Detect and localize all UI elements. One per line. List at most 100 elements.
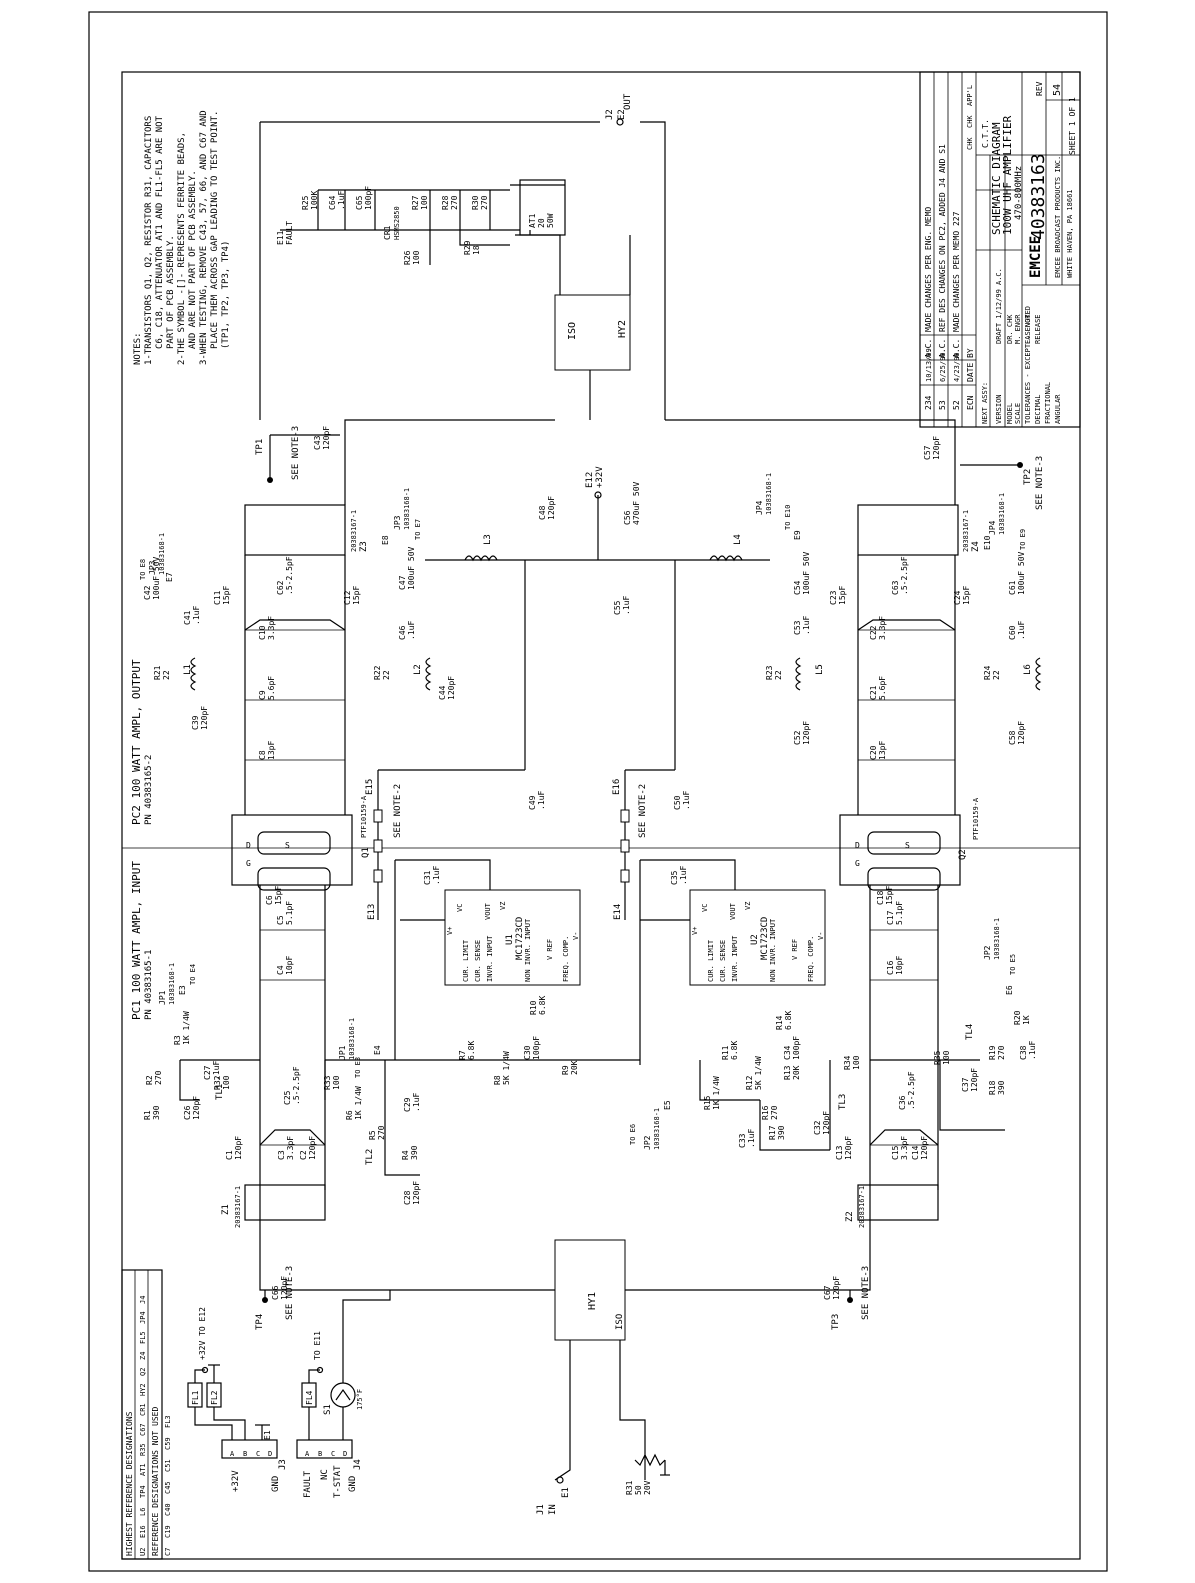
j4-block (296, 1439, 353, 1459)
j2-out: OUT (623, 93, 633, 110)
u1-regulator: U1 MC1723CD CUR. LIMIT CUR. SENSE INVR. … (394, 859, 581, 1060)
component-ref: C66 (271, 1285, 280, 1300)
j4-pin-d: D (343, 1450, 347, 1458)
balun-group: Z1 20383167-1 Z2 20383167-1 20383167-1 Z… (221, 504, 981, 1228)
component-value: 5.6pF (267, 676, 276, 700)
ref-cell: U2 (139, 1548, 147, 1556)
r26-label: R26 (403, 250, 412, 265)
component-value: 13pF (878, 741, 887, 760)
u2-pin: VZ (744, 902, 752, 910)
component-ref: R14 (775, 1015, 784, 1030)
component-value: .1uF (1017, 621, 1026, 640)
cr1-label: CR1 (383, 225, 392, 240)
component-ref: R15 (703, 1095, 712, 1110)
j3-pin-d: D (268, 1450, 272, 1458)
component-value: 120pF (200, 706, 209, 730)
title-block: 234 10/13/99 A.C. MADE CHANGES PER ENG. … (919, 71, 1081, 428)
component-value: 5K 1/4W (502, 1051, 511, 1085)
component-value: 390 (997, 1080, 1006, 1095)
r25-val: 100K (310, 191, 319, 210)
q2-pn: PTF10159-A (972, 797, 980, 840)
ferrite-bead (373, 869, 383, 883)
notused-cell: FL3 (164, 1415, 172, 1428)
tp1-label: TP1 (255, 439, 265, 455)
component-ref: C34 (783, 1045, 792, 1060)
rev-date: 6/25/99 (939, 352, 947, 382)
component-ref: C22 (869, 625, 878, 640)
component-value: .1uF (747, 1129, 756, 1148)
tl3-label: TL3 (838, 1094, 848, 1110)
notused-cell: C40 (164, 1503, 172, 1516)
s1-label: S1 (323, 1404, 333, 1415)
component-value: .1uF (192, 606, 201, 625)
component-ref: C9 (258, 690, 267, 700)
release: RELEASE (1034, 314, 1042, 344)
component-ref: C62 (276, 580, 285, 595)
z2-label: Z2 (845, 1211, 855, 1222)
ferrite-bead (373, 809, 383, 823)
rev-ecn: 53 (938, 400, 947, 410)
component-ref: C17 (886, 910, 895, 925)
tl4-label: TL4 (965, 1024, 975, 1040)
jp4b-label: JP4 (988, 520, 997, 535)
component-value: 15pF (885, 886, 894, 905)
at1-val: 20 (537, 218, 546, 228)
note-line: AND ARE NOT PART OF PCB ASSEMBLY. (188, 170, 198, 349)
e14-label: E14 (613, 904, 623, 920)
note-line: C6, C18, ATTENUATOR AT1 AND FL1-FL5 ARE … (155, 115, 165, 349)
rev-date: 4/23/99 (953, 352, 961, 382)
component-value: .5-2.5pF (292, 1066, 301, 1105)
component-value: 120pF (308, 1136, 317, 1160)
e-engr: E. ENGR (1024, 314, 1032, 344)
rev-date: 10/13/99 (925, 348, 933, 382)
ref-cell: R35 (139, 1443, 147, 1456)
component-ref: R12 (745, 1075, 754, 1090)
m-engr: M. ENGR (1014, 314, 1022, 344)
jp2b-pn: 10383168-1 (993, 918, 1001, 960)
notused-cell: C51 (164, 1459, 172, 1472)
hy1-iso: ISO (615, 1314, 625, 1330)
pc2-label-group: PC2 100 WATT AMPL, OUTPUT PN 40383165-2 (130, 659, 154, 825)
component-value: 120pF (970, 1068, 979, 1092)
r26-val: 100 (412, 250, 421, 265)
u2-pin: FREQ. COMP. (807, 936, 815, 982)
component-value: 20K (570, 1060, 579, 1075)
component-ref: C1 (225, 1150, 234, 1160)
ref-cell: J4 (139, 1296, 147, 1304)
component-value: 100 (332, 1075, 341, 1090)
q1-label: Q1 (361, 847, 371, 858)
component-value: 270 (997, 1045, 1006, 1060)
q2-pin-s: S (905, 841, 910, 850)
component-value: 1K (1022, 1015, 1031, 1025)
component-value: .5-2.5pF (907, 1071, 916, 1110)
l5-inductor (795, 657, 802, 691)
component-value: 120pF (822, 1111, 831, 1135)
component-ref: C33 (738, 1133, 747, 1148)
ferrite-bead (620, 839, 630, 853)
component-ref: R23 (765, 665, 774, 680)
component-ref: C2 (299, 1150, 308, 1160)
j3-gnd: GND (271, 1476, 281, 1492)
r28-label: R28 (441, 195, 450, 210)
l2-inductor (425, 657, 432, 691)
at1-w: 50W (546, 213, 555, 228)
rev-header-date: DATE (966, 363, 975, 382)
j3-pin-b: B (243, 1450, 247, 1458)
